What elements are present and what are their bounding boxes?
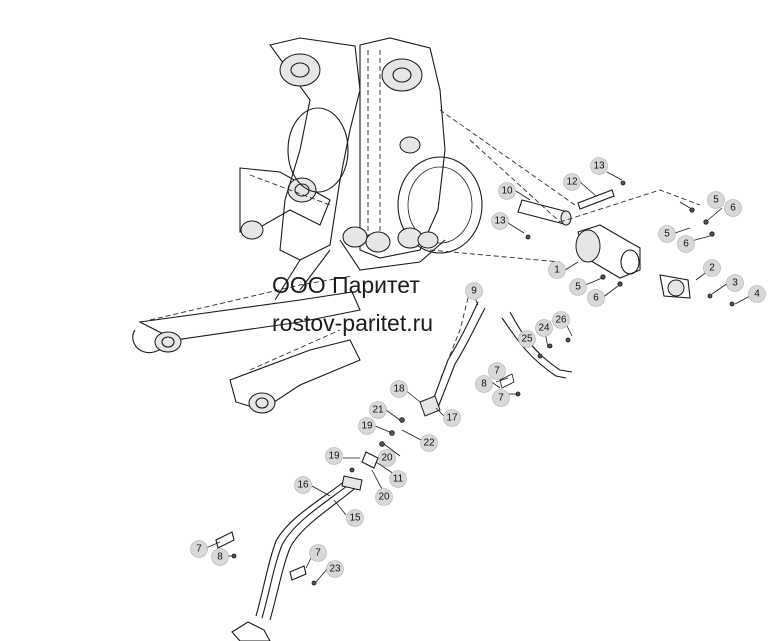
svg-text:10: 10 bbox=[501, 186, 513, 197]
svg-text:26: 26 bbox=[555, 315, 567, 326]
svg-text:3: 3 bbox=[732, 278, 738, 289]
svg-text:12: 12 bbox=[566, 177, 578, 188]
svg-text:2: 2 bbox=[709, 263, 715, 274]
callout-25: 25 bbox=[518, 330, 536, 348]
callout-5: 5 bbox=[707, 191, 725, 209]
svg-text:21: 21 bbox=[372, 405, 384, 416]
callout-8: 8 bbox=[211, 548, 229, 566]
callout-7: 7 bbox=[309, 544, 327, 562]
callout-17: 17 bbox=[443, 409, 461, 427]
callout-9: 9 bbox=[465, 282, 483, 300]
svg-text:7: 7 bbox=[315, 548, 321, 559]
svg-text:19: 19 bbox=[361, 421, 373, 432]
cylinder-subassembly bbox=[517, 180, 735, 307]
callout-13: 13 bbox=[590, 157, 608, 175]
callout-19: 19 bbox=[325, 447, 343, 465]
callout-16: 16 bbox=[294, 476, 312, 494]
hydraulic-hoses bbox=[215, 289, 573, 641]
callout-2: 2 bbox=[703, 259, 721, 277]
callout-21: 21 bbox=[369, 401, 387, 419]
callout-10: 10 bbox=[498, 182, 516, 200]
svg-text:25: 25 bbox=[521, 334, 533, 345]
callout-20: 20 bbox=[378, 449, 396, 467]
callout-6: 6 bbox=[677, 235, 695, 253]
svg-text:7: 7 bbox=[498, 393, 504, 404]
watermark-company: ООО Паритет bbox=[272, 272, 420, 298]
svg-text:22: 22 bbox=[423, 438, 435, 449]
svg-text:6: 6 bbox=[730, 203, 736, 214]
svg-text:7: 7 bbox=[494, 366, 500, 377]
svg-text:11: 11 bbox=[393, 474, 404, 485]
svg-text:9: 9 bbox=[471, 286, 477, 297]
svg-text:4: 4 bbox=[754, 289, 760, 300]
svg-text:5: 5 bbox=[575, 282, 581, 293]
svg-text:17: 17 bbox=[446, 413, 458, 424]
svg-text:13: 13 bbox=[593, 161, 605, 172]
callout-5: 5 bbox=[569, 278, 587, 296]
svg-text:5: 5 bbox=[664, 229, 670, 240]
callout-20: 20 bbox=[375, 488, 393, 506]
svg-text:20: 20 bbox=[378, 492, 390, 503]
callout-23: 23 bbox=[326, 560, 344, 578]
callout-13: 13 bbox=[491, 212, 509, 230]
callout-5: 5 bbox=[658, 225, 676, 243]
svg-text:20: 20 bbox=[381, 453, 393, 464]
callout-7: 7 bbox=[190, 540, 208, 558]
svg-text:23: 23 bbox=[329, 564, 341, 575]
svg-text:15: 15 bbox=[349, 513, 361, 524]
callout-3: 3 bbox=[726, 274, 744, 292]
callout-24: 24 bbox=[535, 319, 553, 337]
callout-22: 22 bbox=[420, 434, 438, 452]
callout-8: 8 bbox=[475, 375, 493, 393]
watermark-website: rostov-paritet.ru bbox=[272, 310, 434, 336]
svg-text:7: 7 bbox=[196, 544, 202, 555]
callout-19: 19 bbox=[358, 417, 376, 435]
callout-15: 15 bbox=[346, 509, 364, 527]
callout-1: 1 bbox=[548, 261, 566, 279]
svg-text:18: 18 bbox=[393, 384, 405, 395]
svg-text:19: 19 bbox=[328, 451, 340, 462]
callout-18: 18 bbox=[390, 380, 408, 398]
callout-6: 6 bbox=[587, 289, 605, 307]
callout-6: 6 bbox=[724, 199, 742, 217]
svg-text:1: 1 bbox=[554, 265, 560, 276]
svg-text:8: 8 bbox=[481, 379, 487, 390]
svg-text:24: 24 bbox=[538, 323, 550, 334]
callouts: 1 2 3 4 5 5 5 6 6 6 7 7 7 7 8 8 9 10 11 … bbox=[190, 157, 766, 578]
svg-text:5: 5 bbox=[713, 195, 719, 206]
callout-4: 4 bbox=[748, 285, 766, 303]
svg-text:6: 6 bbox=[683, 239, 689, 250]
svg-text:8: 8 bbox=[217, 552, 223, 563]
callout-11: 11 bbox=[389, 470, 407, 488]
svg-text:13: 13 bbox=[494, 216, 506, 227]
callout-12: 12 bbox=[563, 173, 581, 191]
callout-7: 7 bbox=[488, 362, 506, 380]
svg-text:16: 16 bbox=[297, 480, 309, 491]
svg-text:6: 6 bbox=[593, 293, 599, 304]
loader-boom-assembly bbox=[132, 37, 576, 414]
callout-7: 7 bbox=[492, 389, 510, 407]
callout-26: 26 bbox=[552, 311, 570, 329]
